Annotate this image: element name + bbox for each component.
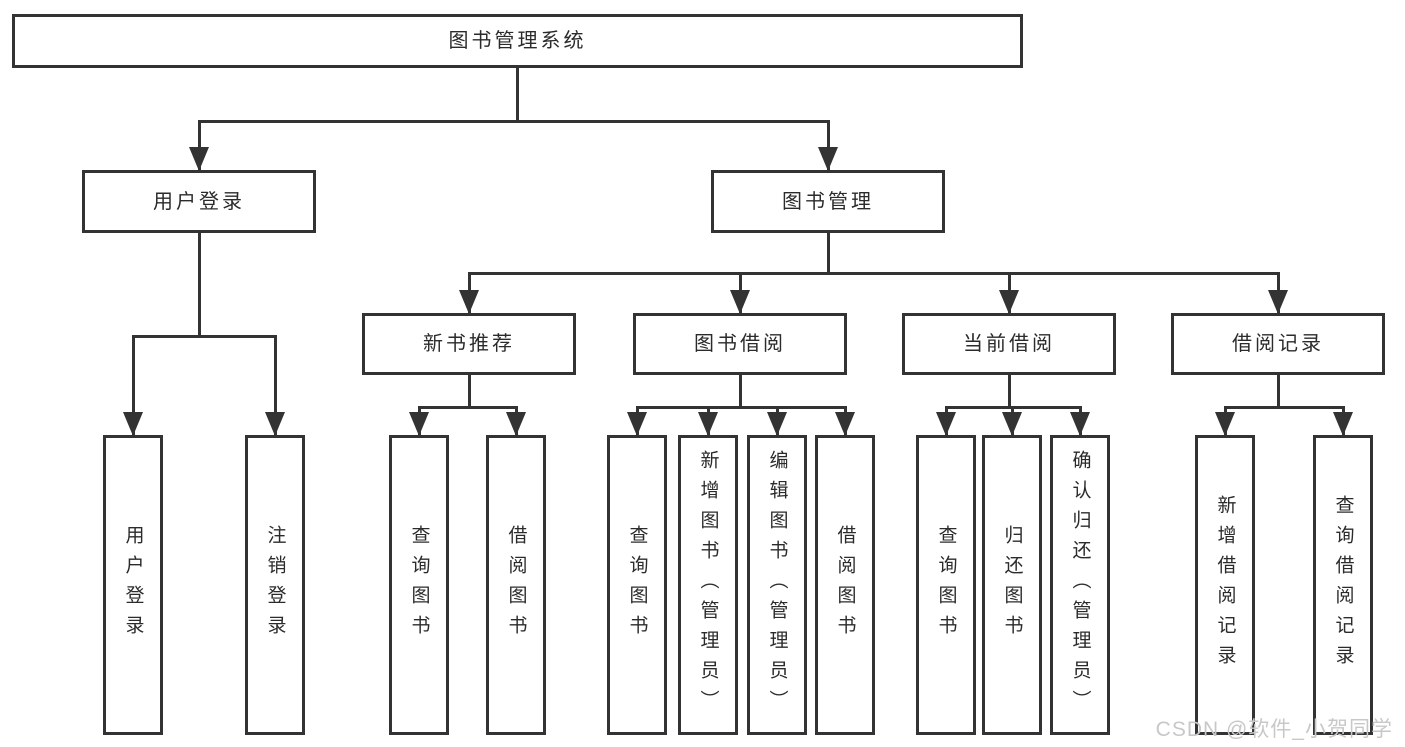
- node-leaf-user-login: 用户登录: [103, 435, 163, 735]
- arrowhead-down-icon: [936, 412, 956, 436]
- node-label-book-mgmt: 图书管理: [782, 190, 874, 213]
- connector-line: [1007, 375, 1011, 409]
- arrowhead-down-icon: [1070, 412, 1090, 436]
- node-label-current-borrow: 当前借阅: [963, 333, 1055, 355]
- node-leaf-cb-query: 查询图书: [916, 435, 976, 735]
- node-leaf-logout: 注销登录: [245, 435, 305, 735]
- node-label-leaf-cb-confirm: 确认归还（管理员）: [1069, 450, 1091, 720]
- connector-line: [197, 233, 201, 338]
- arrowhead-down-icon: [189, 147, 209, 171]
- arrowhead-down-icon: [767, 412, 787, 436]
- connector-line: [826, 233, 830, 275]
- node-new-book-rec: 新书推荐: [362, 313, 576, 375]
- node-label-borrow-records: 借阅记录: [1232, 333, 1324, 355]
- node-label-leaf-bb-query: 查询图书: [626, 525, 648, 645]
- arrowhead-down-icon: [506, 412, 526, 436]
- node-leaf-bb-edit: 编辑图书（管理员）: [747, 435, 807, 735]
- node-label-user-login: 用户登录: [153, 190, 245, 213]
- node-user-login: 用户登录: [82, 170, 316, 233]
- node-label-leaf-br-add: 新增借阅记录: [1214, 495, 1236, 675]
- node-label-leaf-br-query: 查询借阅记录: [1332, 495, 1354, 675]
- connector-line: [738, 375, 742, 409]
- arrowhead-down-icon: [265, 412, 285, 436]
- arrowhead-down-icon: [1215, 412, 1235, 436]
- node-label-leaf-rec-query: 查询图书: [408, 525, 430, 645]
- arrowhead-down-icon: [1002, 412, 1022, 436]
- node-leaf-cb-return: 归还图书: [982, 435, 1042, 735]
- node-label-leaf-rec-borrow: 借阅图书: [505, 525, 527, 645]
- arrowhead-down-icon: [1268, 290, 1288, 314]
- node-root: 图书管理系统: [12, 14, 1023, 68]
- node-label-leaf-bb-borrow: 借阅图书: [834, 525, 856, 645]
- arrowhead-down-icon: [123, 412, 143, 436]
- connector-line: [467, 375, 471, 409]
- arrowhead-down-icon: [730, 290, 750, 314]
- connector-line: [1276, 375, 1280, 409]
- connector-line: [131, 335, 135, 435]
- node-borrow-records: 借阅记录: [1171, 313, 1385, 375]
- node-leaf-rec-borrow: 借阅图书: [486, 435, 546, 735]
- arrowhead-down-icon: [459, 290, 479, 314]
- node-leaf-br-query: 查询借阅记录: [1313, 435, 1373, 735]
- node-leaf-bb-add: 新增图书（管理员）: [678, 435, 738, 735]
- node-label-leaf-logout: 注销登录: [264, 525, 286, 645]
- arrowhead-down-icon: [818, 147, 838, 171]
- node-label-leaf-bb-add: 新增图书（管理员）: [697, 450, 719, 720]
- arrowhead-down-icon: [835, 412, 855, 436]
- node-label-leaf-user-login: 用户登录: [122, 525, 144, 645]
- node-leaf-bb-query: 查询图书: [607, 435, 667, 735]
- connector-line: [826, 120, 830, 170]
- node-label-root: 图书管理系统: [448, 30, 587, 52]
- node-label-leaf-bb-edit: 编辑图书（管理员）: [766, 450, 788, 720]
- csdn-watermark: CSDN @软件_小贺同学: [1155, 718, 1393, 741]
- arrowhead-down-icon: [627, 412, 647, 436]
- connector-line: [1223, 406, 1345, 409]
- arrowhead-down-icon: [999, 290, 1019, 314]
- connector-line: [516, 68, 519, 123]
- node-label-new-book-rec: 新书推荐: [423, 333, 515, 355]
- connector-line: [197, 120, 201, 170]
- connector-line: [635, 406, 847, 409]
- node-leaf-bb-borrow: 借阅图书: [815, 435, 875, 735]
- node-label-book-borrow: 图书借阅: [694, 333, 786, 355]
- node-book-borrow: 图书借阅: [633, 313, 847, 375]
- node-label-leaf-cb-query: 查询图书: [935, 525, 957, 645]
- node-label-leaf-cb-return: 归还图书: [1001, 525, 1023, 645]
- arrowhead-down-icon: [698, 412, 718, 436]
- connector-line: [131, 335, 277, 338]
- arrowhead-down-icon: [1333, 412, 1353, 436]
- node-leaf-rec-query: 查询图书: [389, 435, 449, 735]
- connector-line: [417, 406, 518, 409]
- node-leaf-cb-confirm: 确认归还（管理员）: [1050, 435, 1110, 735]
- node-book-mgmt: 图书管理: [711, 170, 945, 233]
- node-current-borrow: 当前借阅: [902, 313, 1116, 375]
- arrowhead-down-icon: [409, 412, 429, 436]
- connector-line: [197, 120, 830, 123]
- connector-line: [467, 272, 1280, 275]
- node-leaf-br-add: 新增借阅记录: [1195, 435, 1255, 735]
- connector-line: [273, 335, 277, 435]
